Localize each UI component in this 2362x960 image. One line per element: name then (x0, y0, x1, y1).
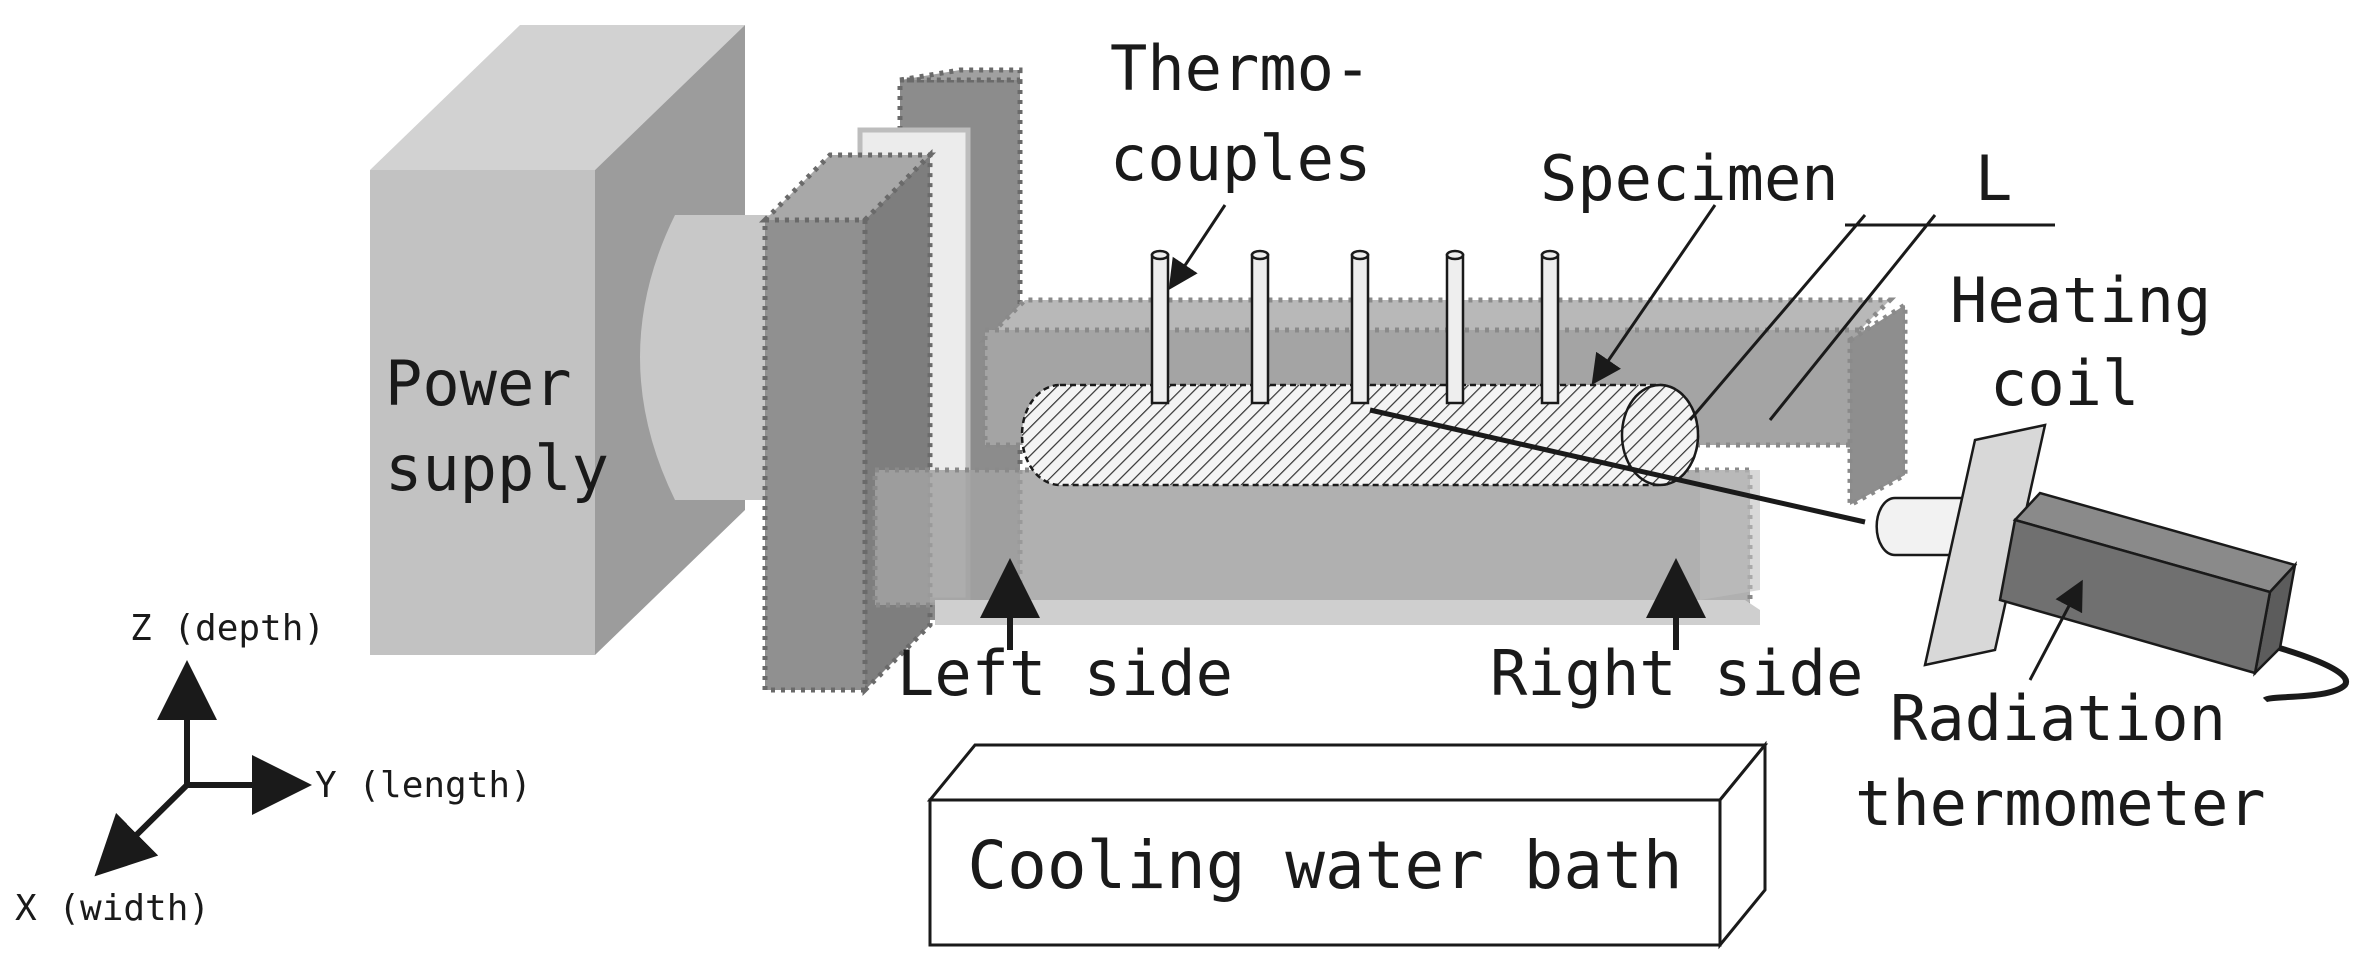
specimen-end-face (1620, 383, 1700, 487)
radiation-thermometer-label-line1: Radiation (1890, 682, 2226, 755)
cooling-bath-label: Cooling water bath (967, 827, 1682, 904)
radiation-thermometer-arrow (2028, 579, 2083, 681)
coil-front-right (1700, 470, 1760, 600)
specimen-arrow (1591, 204, 1717, 385)
thermometer-lens (1875, 496, 1977, 557)
y-axis-label: Y (length) (315, 765, 532, 806)
bath-top (926, 743, 1769, 802)
power-supply-front (370, 170, 595, 655)
thermocouple-4 (1445, 249, 1465, 405)
power-supply-connector (640, 215, 790, 500)
power-supply: Power supply (370, 25, 790, 655)
thermocouple-3 (1350, 249, 1370, 405)
front-plate-side (862, 148, 933, 697)
coil-right-end (1847, 300, 1908, 510)
thermocouple-5 (1540, 249, 1560, 405)
right-side-label: Right side (1490, 637, 1863, 710)
radiation-thermometer-label-line2: thermometer (1855, 767, 2266, 840)
x-axis-label: X (width) (15, 888, 210, 929)
length-right-leader (1768, 214, 1937, 421)
power-supply-top (370, 25, 745, 170)
thermometer-flange (1923, 423, 2047, 667)
specimen-label: Specimen (1540, 142, 1839, 215)
power-supply-label-line2: supply (385, 432, 609, 505)
thermocouple-1 (1150, 249, 1170, 405)
radiation-thermometer (1875, 423, 2349, 703)
length-label: L (1975, 142, 2012, 215)
z-axis-label: Z (depth) (130, 608, 325, 649)
thermocouples-label-line2: couples (1110, 122, 1371, 195)
back-plate-top (899, 67, 1023, 83)
thermocouples-arrow (1168, 204, 1227, 291)
left-side-label: Left side (897, 637, 1233, 710)
thermocouple-2 (1250, 249, 1270, 405)
radiation-sight-line (1369, 407, 1866, 525)
specimen-body (1020, 383, 1700, 487)
coordinate-axes (94, 660, 312, 877)
coil-floor (935, 600, 1760, 625)
thermometer-cable (2249, 637, 2349, 703)
coil-front-wall (872, 467, 1753, 608)
thermocouples-label-line1: Thermo- (1110, 32, 1371, 105)
thermocouples (1150, 249, 1560, 405)
length-left-leader (1688, 214, 1867, 421)
front-plate-front (762, 217, 868, 693)
thermometer-body-front (1998, 518, 2272, 675)
x-axis (94, 782, 190, 877)
cooling-water-bath: Cooling water bath (926, 740, 1769, 950)
bath-front (928, 798, 1722, 947)
heating-coil-label-line1: Heating (1950, 264, 2211, 337)
leader-lines (980, 204, 2083, 681)
power-supply-label-line1: Power (385, 347, 572, 420)
specimen (1020, 383, 1700, 487)
heating-coil-label-line2: coil (1990, 347, 2139, 420)
